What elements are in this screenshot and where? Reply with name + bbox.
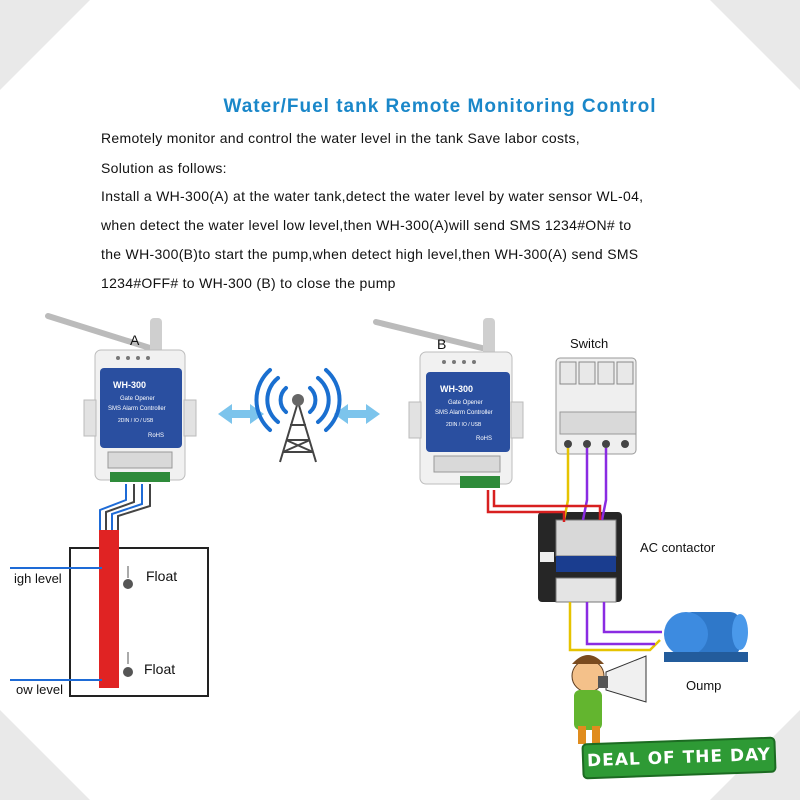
ac-contactor-label: AC contactor xyxy=(640,540,716,555)
device-a-rohs: RoHS xyxy=(148,433,165,439)
float-top-icon xyxy=(123,566,133,589)
float-bottom-label: Float xyxy=(144,661,176,677)
switch-label: Switch xyxy=(570,336,609,351)
device-a-brand: WH-300 xyxy=(113,380,147,390)
deal-of-the-day-badge: DEAL OF THE DAY xyxy=(583,738,775,778)
tower-top-icon xyxy=(292,394,304,406)
float-top-label: Float xyxy=(146,568,178,584)
megaphone-mascot-icon xyxy=(571,655,647,744)
circuit-breaker-switch xyxy=(555,357,637,455)
ac-contactor xyxy=(538,512,622,603)
power-wires xyxy=(486,448,662,652)
water-tank xyxy=(10,530,209,697)
water-pump-icon xyxy=(664,612,748,662)
signal-waves-icon xyxy=(254,368,342,432)
description-line-4: when detect the water level low level,th… xyxy=(101,217,632,233)
device-b-line2: SMS Alarm Controller xyxy=(435,410,493,416)
description-line-6: 1234#OFF# to WH-300 (B) to close the pum… xyxy=(101,275,396,291)
description-line-1: Remotely monitor and control the water l… xyxy=(101,130,580,146)
description-line-3: Install a WH-300(A) at the water tank,de… xyxy=(101,188,644,204)
device-b-brand: WH-300 xyxy=(440,384,474,394)
device-a-line2: SMS Alarm Controller xyxy=(108,406,166,412)
device-b-body xyxy=(408,351,524,488)
antenna-a-icon xyxy=(45,313,162,358)
device-b-rohs: RoHS xyxy=(476,436,493,442)
description-line-5: the WH-300(B)to start the pump,when dete… xyxy=(101,246,639,262)
description-line-2: Solution as follows: xyxy=(101,160,227,176)
low-level-label: ow level xyxy=(16,682,63,697)
device-b-label: B xyxy=(437,336,447,352)
antenna-b-icon xyxy=(373,318,495,358)
device-a-line1: Gate Opener xyxy=(120,396,155,402)
page-title: Water/Fuel tank Remote Monitoring Contro… xyxy=(223,96,657,117)
device-b-line1: Gate Opener xyxy=(448,400,483,406)
device-a-body xyxy=(83,349,197,482)
pump-label: Oump xyxy=(686,678,722,693)
device-a-label: A xyxy=(130,332,140,348)
float-bottom-icon xyxy=(123,652,133,677)
double-arrow-left-icon xyxy=(218,404,264,424)
device-a-line3: 2DIN / IO / USB xyxy=(118,418,154,424)
high-level-label: igh level xyxy=(14,571,62,586)
device-b-line3: 2DIN / IO / USB xyxy=(446,422,482,428)
double-arrow-right-icon xyxy=(334,404,380,424)
cell-tower-icon xyxy=(279,401,317,463)
